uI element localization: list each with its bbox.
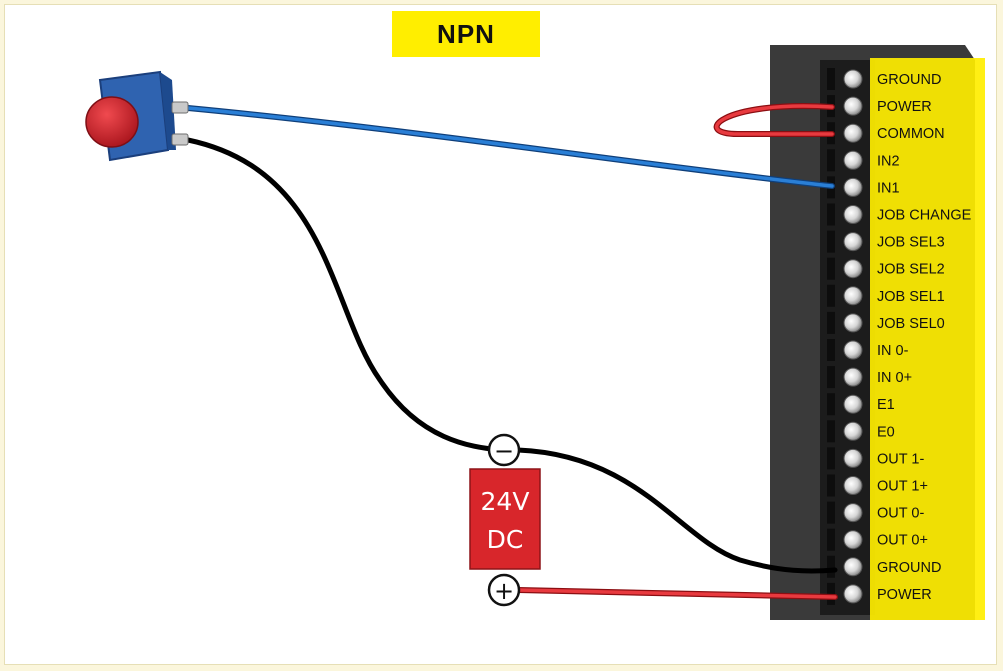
terminal-label: JOB SEL2 <box>877 262 945 278</box>
screw-icon <box>843 421 863 441</box>
terminal-20: POWER <box>827 582 932 605</box>
terminal-label: GROUND <box>877 72 941 88</box>
terminal-label: JOB SEL3 <box>877 235 945 251</box>
screw-icon <box>843 476 863 495</box>
terminal-label: JOB SEL1 <box>877 289 945 305</box>
screw-icon <box>843 448 863 468</box>
terminal-label: OUT 1- <box>877 451 924 467</box>
screw-icon <box>843 394 863 414</box>
terminal-slot <box>827 284 835 307</box>
terminal-18: OUT 0+ <box>827 528 928 551</box>
title-badge: NPN <box>392 11 540 57</box>
terminal-slot <box>827 257 835 280</box>
terminal-label: COMMON <box>877 126 945 142</box>
power-supply-type: DC <box>487 525 524 554</box>
switch-base-side <box>160 72 176 150</box>
terminal-7: JOB SEL3 <box>827 230 945 253</box>
terminal-label: OUT 1+ <box>877 479 928 495</box>
screw-icon <box>843 340 863 360</box>
terminal-12: IN 0+ <box>827 366 912 389</box>
terminal-label: IN 0+ <box>877 370 912 386</box>
terminal-slot <box>827 230 835 253</box>
wires <box>185 103 838 600</box>
screw-icon <box>843 367 863 387</box>
terminal-slot <box>827 311 835 334</box>
red-jumper-power-common <box>714 104 834 136</box>
terminal-17: OUT 0- <box>827 501 924 524</box>
terminal-label: JOB CHANGE <box>877 208 972 224</box>
terminal-label: POWER <box>877 99 932 115</box>
screw-icon <box>843 259 863 279</box>
switch-button <box>85 96 139 148</box>
terminal-slot <box>827 447 835 470</box>
pushbutton-switch-icon <box>85 70 189 162</box>
terminal-label: JOB SEL0 <box>877 316 945 332</box>
terminal-slot <box>827 420 835 443</box>
black-wire-switch-to-psu-negative <box>185 137 503 453</box>
terminal-label: IN 0- <box>877 343 909 359</box>
screw-icon <box>843 557 863 577</box>
positive-terminal-icon <box>487 573 521 607</box>
screw-icon <box>843 503 863 523</box>
switch-terminal-top <box>171 101 189 114</box>
terminal-slot <box>827 68 835 90</box>
screw-icon <box>843 123 863 143</box>
terminal-15: OUT 1- <box>827 447 924 470</box>
terminal-label: IN2 <box>877 153 900 169</box>
terminal-4: IN2 <box>827 149 900 172</box>
power-supply: 24V DC − + <box>469 433 541 607</box>
negative-symbol: − <box>494 437 514 465</box>
terminal-label: POWER <box>877 587 932 603</box>
screw-icon <box>843 313 863 333</box>
terminal-8: JOB SEL2 <box>827 257 945 280</box>
power-supply-voltage: 24V <box>481 487 530 516</box>
terminal-label: OUT 0+ <box>877 533 928 549</box>
terminal-slot <box>827 366 835 389</box>
screw-icon <box>843 205 863 224</box>
screw-icon <box>843 286 863 306</box>
terminal-1: GROUND <box>827 68 941 90</box>
switch-terminal-bottom <box>171 133 189 146</box>
terminal-6: JOB CHANGE <box>827 203 972 226</box>
screw-icon <box>843 530 863 550</box>
terminal-slot <box>827 582 835 605</box>
terminal-label: E1 <box>877 397 895 413</box>
terminal-label: IN1 <box>877 180 900 196</box>
red-wire-psu-to-power <box>516 588 837 599</box>
terminal-slot <box>827 528 835 551</box>
terminal-10: JOB SEL0 <box>827 311 945 334</box>
label-highlight <box>870 58 985 620</box>
screw-icon <box>843 150 863 170</box>
positive-symbol: + <box>494 577 514 605</box>
blue-wire-switch-to-in1 <box>186 106 834 188</box>
terminal-13: E1 <box>827 393 895 416</box>
screw-icon <box>843 232 863 252</box>
terminal-slot <box>827 393 835 416</box>
terminal-16: OUT 1+ <box>827 474 928 497</box>
terminal-label: GROUND <box>877 560 941 576</box>
screw-icon <box>843 96 863 116</box>
terminal-slot <box>827 203 835 226</box>
terminal-slot <box>827 339 835 361</box>
terminal-slot <box>827 555 835 578</box>
terminal-slot <box>827 149 835 172</box>
terminal-slot <box>827 501 835 524</box>
terminal-label: E0 <box>877 424 895 440</box>
terminal-14: E0 <box>827 420 895 443</box>
terminal-label: OUT 0- <box>877 506 924 522</box>
terminal-19: GROUND <box>827 555 941 578</box>
screw-icon <box>843 69 863 89</box>
power-supply-body <box>469 468 541 570</box>
terminal-9: JOB SEL1 <box>827 284 945 307</box>
screw-icon <box>843 177 863 197</box>
terminal-slot <box>827 474 835 497</box>
diagram-title: NPN <box>437 18 495 49</box>
screw-icon <box>843 584 863 604</box>
negative-terminal-icon <box>487 433 521 467</box>
black-wire-psu-to-ground <box>515 447 838 574</box>
terminal-11: IN 0- <box>827 339 909 361</box>
